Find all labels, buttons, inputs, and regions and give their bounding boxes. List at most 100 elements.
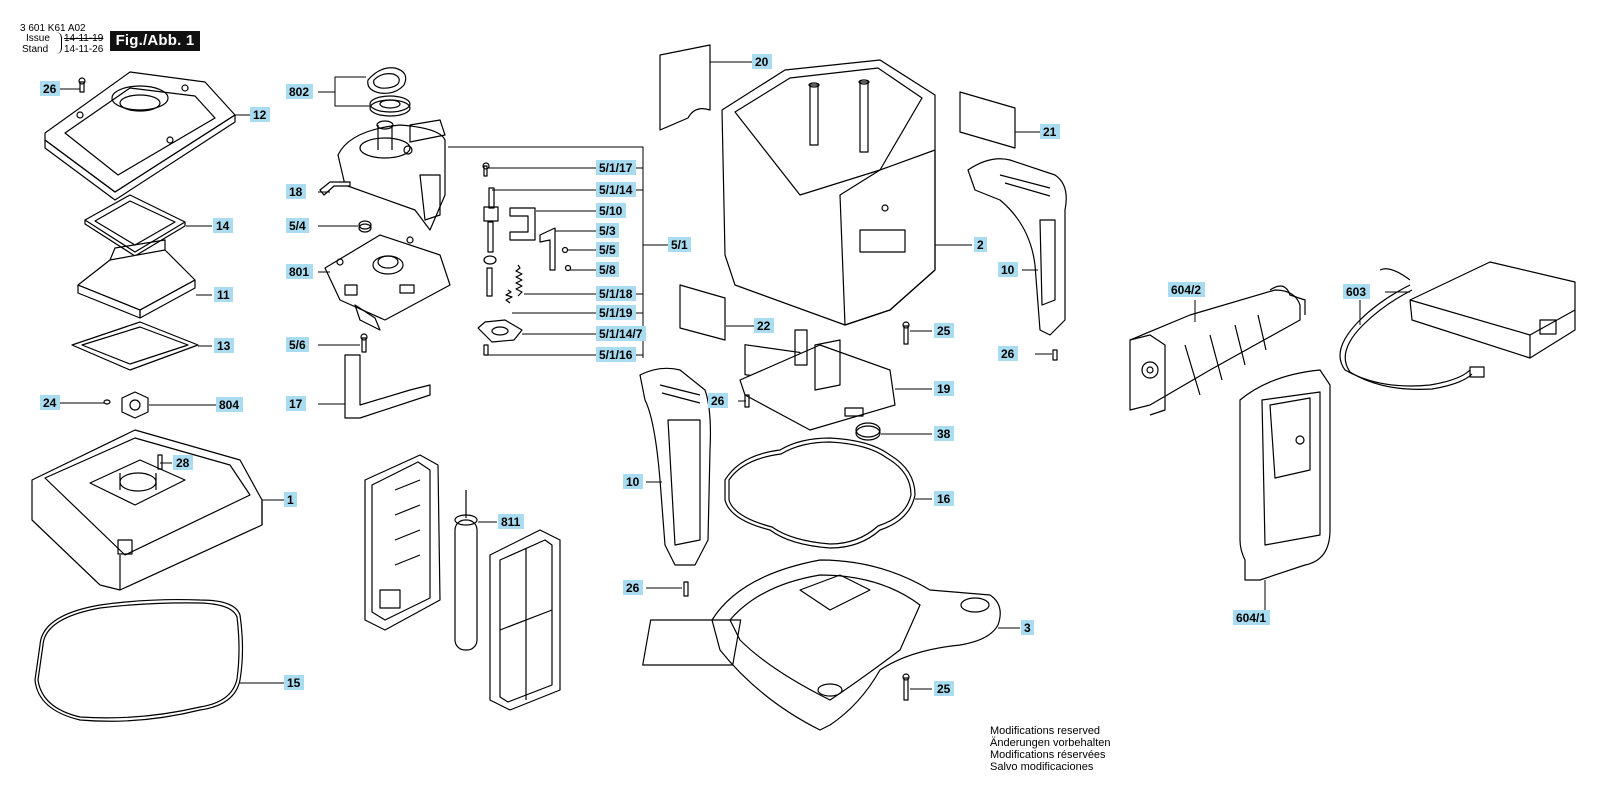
part-label-background: [596, 326, 646, 341]
drawing-number: 3 601 K61 A02: [20, 23, 86, 34]
part-number-label: 5/10: [599, 204, 623, 218]
part-number-label: 19: [937, 382, 951, 396]
part-label-background: [934, 491, 954, 506]
part-number-label: 28: [176, 456, 190, 470]
part-small-screw: [103, 399, 111, 405]
part-label-background: [1021, 620, 1034, 635]
screw-icon: [157, 454, 163, 470]
part-spindle: [483, 187, 499, 297]
part-label-background: [596, 182, 636, 197]
issue-date: 14-11-19: [64, 33, 104, 44]
part-number-label: 5/3: [599, 224, 616, 238]
part-number-label: 804: [219, 398, 239, 412]
part-lens-housing: [77, 239, 196, 319]
part-label-background: [596, 160, 636, 175]
part-clip: [509, 207, 536, 241]
note-line: Modifications reserved: [990, 725, 1101, 737]
part-number-label: 603: [1346, 285, 1366, 299]
part-label-background: [708, 393, 728, 408]
stand-date: 14-11-26: [64, 44, 104, 55]
modification-notes: Modifications reserved Änderungen vorbeh…: [990, 725, 1110, 773]
part-label-background: [286, 84, 313, 99]
part-label-background: [173, 455, 193, 470]
part-number-label: 15: [287, 676, 301, 690]
part-label-background: [498, 514, 524, 529]
part-label-background: [998, 346, 1018, 361]
part-seal-gasket: [724, 437, 916, 549]
part-label-background: [216, 397, 243, 412]
part-number-label: 26: [626, 581, 640, 595]
issue-label: Issue: [26, 33, 50, 44]
part-cap: [358, 220, 372, 233]
part-label-background: [214, 338, 234, 353]
note-line: Modifications réservées: [990, 749, 1106, 761]
part-rotor-head: [337, 119, 446, 231]
part-label-background: [596, 223, 619, 238]
part-label-background: [286, 218, 309, 233]
part-number-label: 18: [289, 185, 303, 199]
part-label-background: [286, 396, 306, 411]
screw-icon: [902, 673, 910, 701]
part-number-label: 5/4: [289, 219, 306, 233]
part-number-label: 24: [43, 396, 57, 410]
part-label-small: [679, 284, 726, 341]
screw-icon: [78, 77, 86, 93]
part-charger-cable: [1339, 284, 1485, 390]
part-charger: [1379, 261, 1576, 359]
part-label-background: [286, 264, 313, 279]
part-window: [71, 321, 199, 371]
part-label-background: [596, 305, 636, 320]
figure-badge: Fig./Abb. 1: [110, 31, 200, 51]
part-label-background: [1168, 282, 1205, 297]
part-number-label: 26: [1001, 347, 1015, 361]
part-battery-compartment: [364, 454, 441, 631]
part-number-label: 5/1/14/7: [599, 327, 643, 341]
part-lever: [539, 227, 556, 271]
part-button-cap: [855, 422, 881, 441]
part-base-gasket: [34, 598, 244, 722]
part-number-label: 5/1: [671, 238, 688, 252]
part-seal-rings: [367, 67, 411, 117]
part-base-plate: [642, 559, 1001, 731]
part-number-label: 811: [501, 515, 521, 529]
part-label-background: [623, 474, 643, 489]
stand-label: Stand: [22, 44, 49, 55]
part-label-background: [934, 323, 954, 338]
note-line: Änderungen vorbehalten: [990, 737, 1111, 749]
part-number-label: 21: [1043, 125, 1057, 139]
part-label-background: [596, 203, 626, 218]
part-label-background: [284, 492, 297, 507]
part-label-background: [974, 237, 987, 252]
part-handle: [967, 158, 1067, 336]
screw-icon: [360, 333, 368, 353]
part-main-pcb: [324, 234, 451, 331]
part-number-label: 22: [757, 319, 771, 333]
part-label-background: [250, 107, 270, 122]
part-label-background: [1040, 124, 1060, 139]
part-small-screw: [561, 246, 572, 272]
part-label-background: [284, 675, 304, 690]
part-label-background: [934, 381, 954, 396]
part-number-label: 10: [626, 475, 640, 489]
part-label-small: [959, 91, 1016, 149]
part-number-label: 13: [217, 339, 231, 353]
part-label-background: [40, 81, 60, 96]
part-number-label: 5/1/16: [599, 348, 633, 362]
screw-icon: [902, 321, 910, 345]
part-number-label: 801: [289, 265, 309, 279]
part-number-label: 5/1/17: [599, 161, 633, 175]
part-number-label: 26: [711, 394, 725, 408]
part-small-screw: [482, 162, 490, 177]
date-brace: [56, 32, 62, 54]
part-number-label: 604/1: [1236, 611, 1266, 625]
part-number-label: 14: [216, 219, 230, 233]
part-number-label: 2: [977, 238, 984, 252]
part-bracket: [319, 181, 351, 196]
part-number-label: 5/6: [289, 338, 306, 352]
screw-icon: [683, 581, 689, 597]
part-number-label: 5/5: [599, 243, 616, 257]
part-label-background: [752, 54, 772, 69]
part-number-label: 5/8: [599, 263, 616, 277]
